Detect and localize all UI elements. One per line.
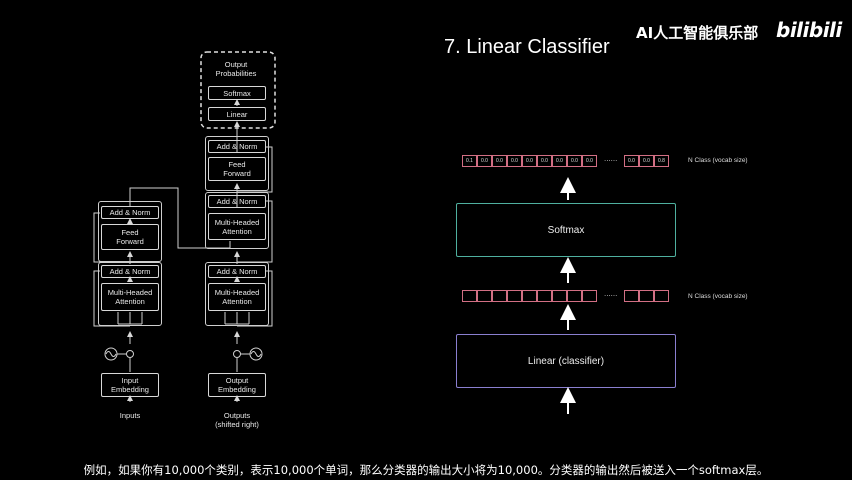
mid-row-dots: ...... bbox=[604, 290, 618, 298]
logit-cell bbox=[552, 290, 567, 302]
classifier-softmax-box: Softmax bbox=[456, 203, 676, 257]
output-probabilities-label: Output Probabilities bbox=[215, 60, 257, 78]
logit-cell bbox=[507, 290, 522, 302]
mid-n-class-label: N Class (vocab size) bbox=[688, 293, 748, 300]
decoder-masked-attention: Multi-Headed Attention bbox=[208, 283, 266, 311]
probability-cell: 0.0 bbox=[639, 155, 654, 167]
probability-cell: 0.0 bbox=[477, 155, 492, 167]
channel-brand: AI人工智能俱乐部 bbox=[636, 24, 759, 42]
probability-cell: 0.1 bbox=[462, 155, 477, 167]
logit-cell bbox=[567, 290, 582, 302]
logit-cell bbox=[624, 290, 639, 302]
input-embedding: Input Embedding bbox=[101, 373, 159, 397]
slide-title: 7. Linear Classifier bbox=[444, 36, 610, 58]
encoder-attn-group bbox=[98, 262, 162, 326]
logit-cell bbox=[654, 290, 669, 302]
inputs-label: Inputs bbox=[119, 411, 141, 420]
probability-cell: 0.0 bbox=[582, 155, 597, 167]
decoder-cross-attention: Multi-Headed Attention bbox=[208, 213, 266, 240]
probability-cell: 0.0 bbox=[492, 155, 507, 167]
decoder-add-norm-1: Add & Norm bbox=[208, 265, 266, 278]
logit-cell bbox=[462, 290, 477, 302]
encoder-add-norm-1: Add & Norm bbox=[101, 265, 159, 278]
top-row-dots: ...... bbox=[604, 155, 618, 163]
top-softmax-box: Softmax bbox=[208, 86, 266, 100]
logit-cell bbox=[492, 290, 507, 302]
decoder-attn-group bbox=[205, 262, 269, 326]
video-subtitle: 例如，如果你有10,000个类别，表示10,000个单词，那么分类器的输出大小将… bbox=[83, 463, 769, 477]
probability-cell: 0.0 bbox=[522, 155, 537, 167]
bilibili-logo: bilibili bbox=[776, 18, 842, 42]
logit-cell bbox=[639, 290, 654, 302]
probability-cell: 0.8 bbox=[654, 155, 669, 167]
probability-cell: 0.0 bbox=[507, 155, 522, 167]
decoder-cross-attn-group bbox=[205, 192, 269, 249]
decoder-feed-forward: Feed Forward bbox=[208, 157, 266, 181]
probability-cell: 0.0 bbox=[552, 155, 567, 167]
encoder-feed-forward: Feed Forward bbox=[101, 224, 159, 250]
decoder-ff-group bbox=[205, 136, 269, 191]
encoder-attention: Multi-Headed Attention bbox=[101, 283, 159, 311]
logit-cell bbox=[537, 290, 552, 302]
encoder-add-norm-2: Add & Norm bbox=[101, 206, 159, 219]
outputs-label: Outputs (shifted right) bbox=[215, 411, 259, 429]
probability-cell: 0.0 bbox=[567, 155, 582, 167]
encoder-ff-group bbox=[98, 201, 162, 262]
logit-cell bbox=[477, 290, 492, 302]
decoder-add-norm-2: Add & Norm bbox=[208, 195, 266, 208]
output-embedding: Output Embedding bbox=[208, 373, 266, 397]
top-linear-box: Linear bbox=[208, 107, 266, 121]
logit-cell bbox=[522, 290, 537, 302]
logit-cell bbox=[582, 290, 597, 302]
probability-cell: 0.0 bbox=[537, 155, 552, 167]
probability-cell: 0.0 bbox=[624, 155, 639, 167]
top-n-class-label: N Class (vocab size) bbox=[688, 157, 748, 164]
decoder-add-norm-3: Add & Norm bbox=[208, 140, 266, 153]
